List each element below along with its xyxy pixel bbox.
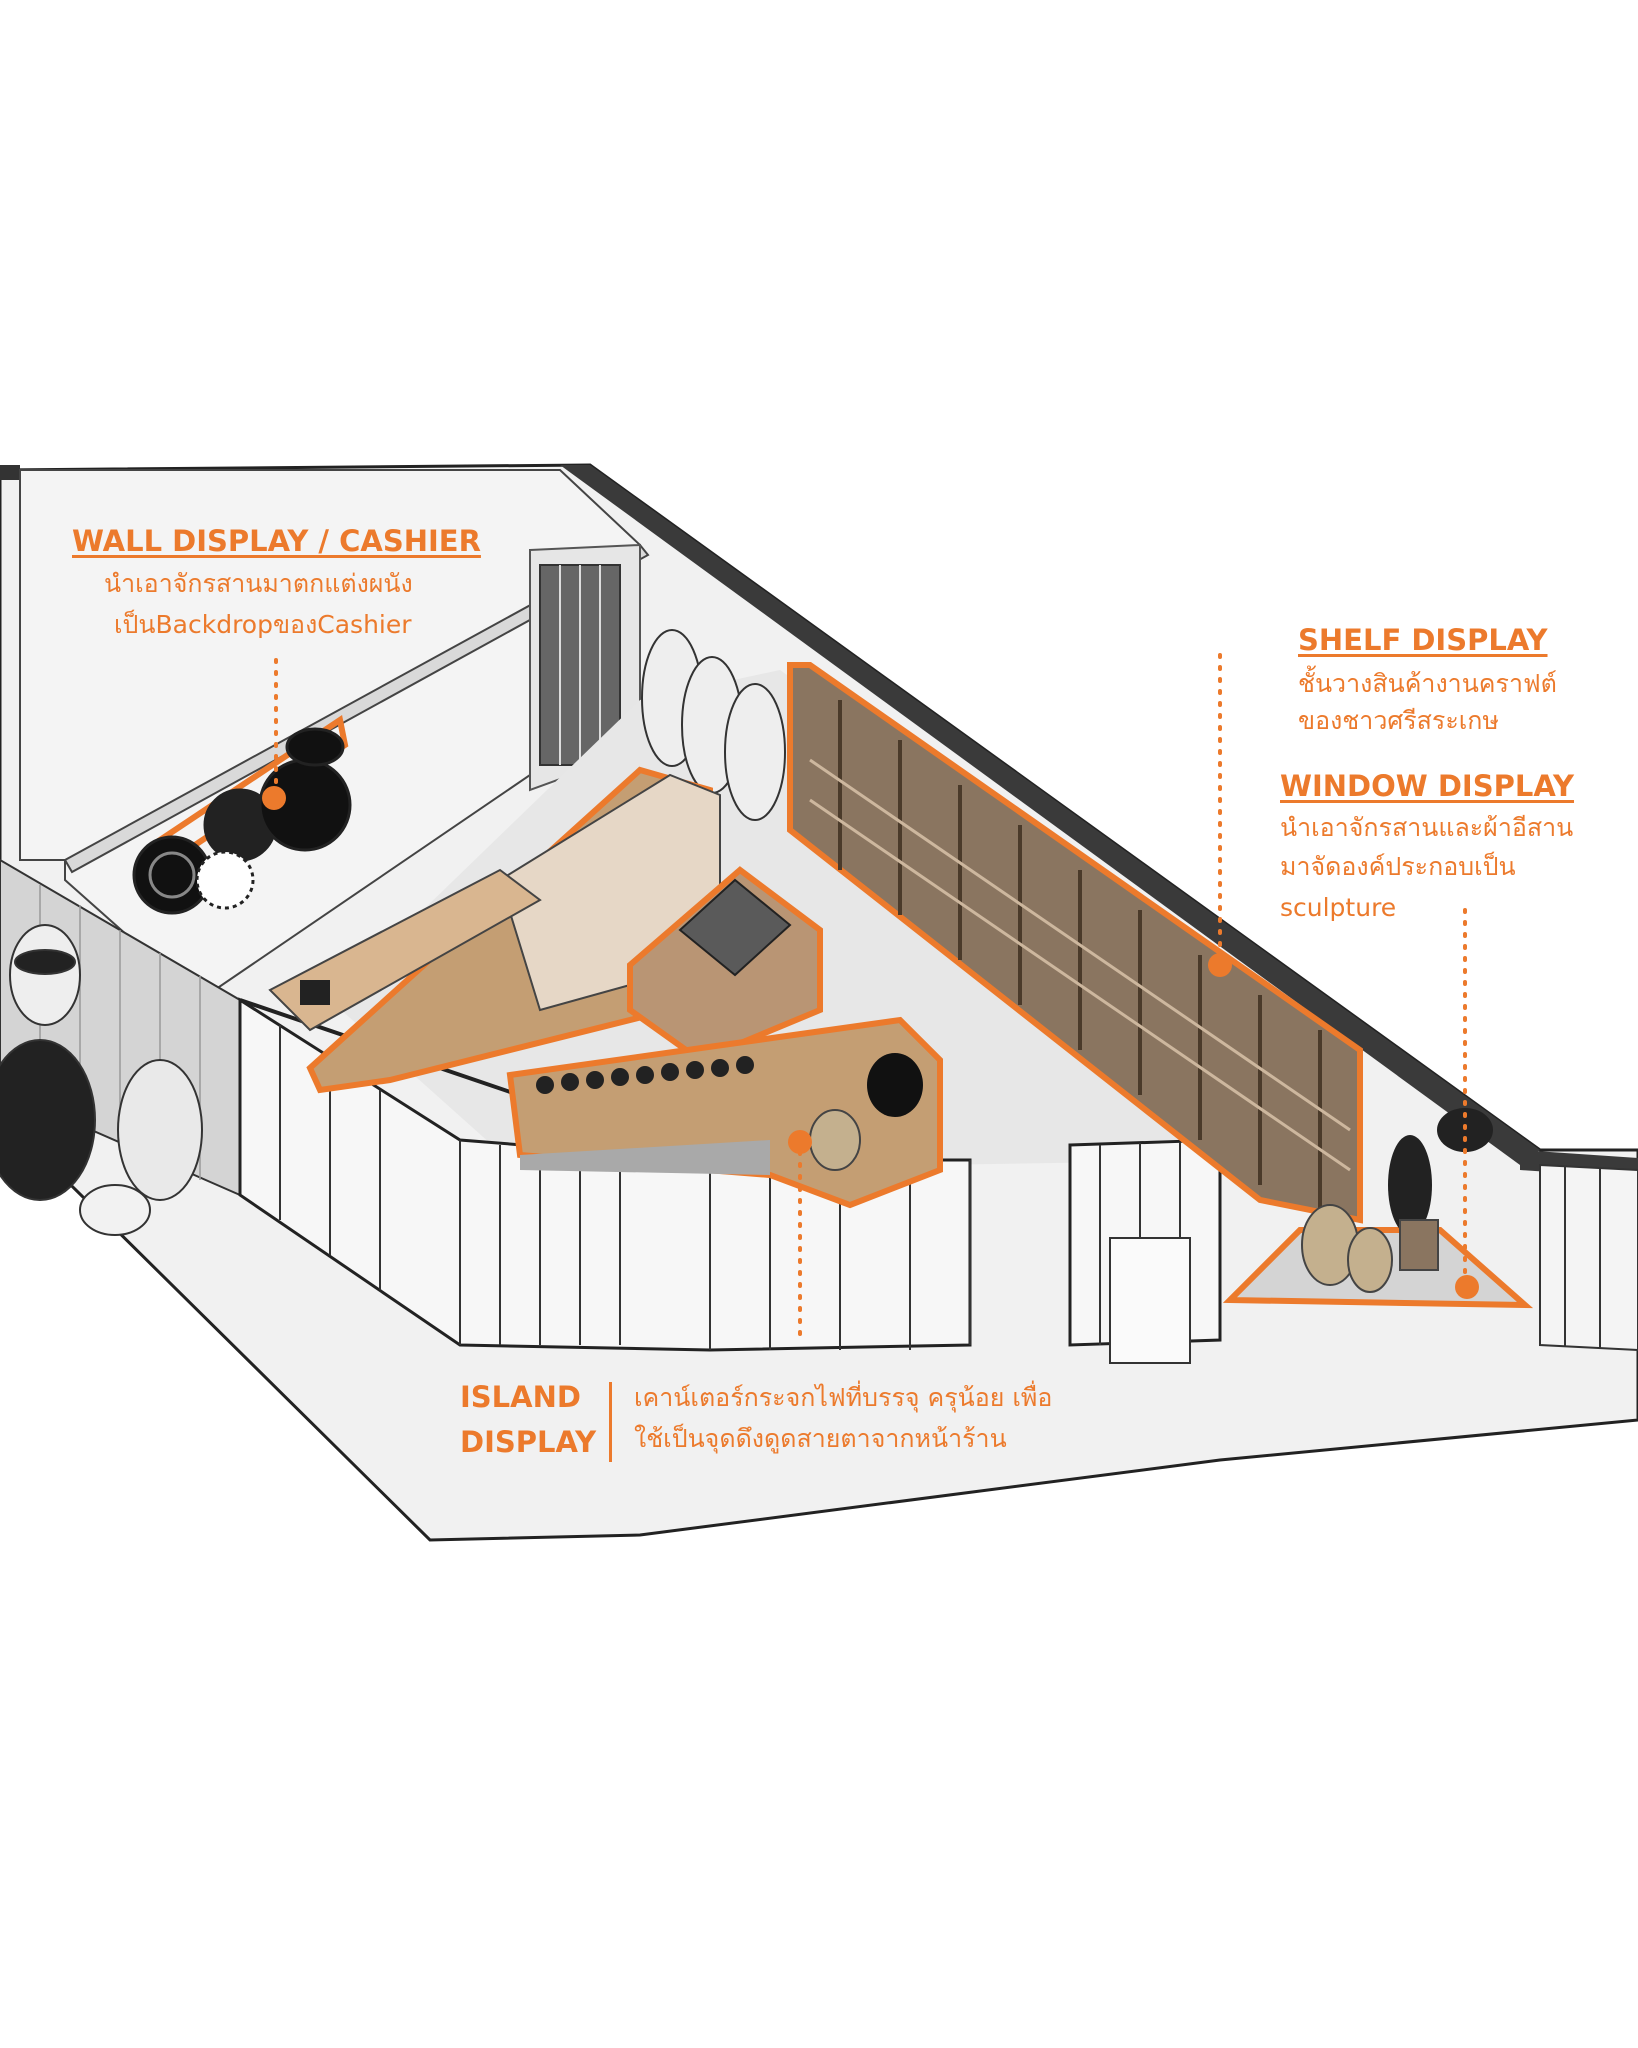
wall-display-desc-2: เป็นBackdropของCashier — [114, 610, 412, 639]
wall-display-desc-1: นำเอาจักรสานมาตกแต่งผนัง — [104, 569, 413, 598]
island-display-title-2: DISPLAY — [460, 1424, 597, 1459]
diagonal-wall — [560, 465, 1540, 1165]
shelf-display — [787, 662, 1363, 1224]
island-display-title-1: ISLAND — [460, 1380, 581, 1414]
window-display-desc-2: มาจัดองค์ประกอบเป็น — [1280, 852, 1516, 881]
tiered-display-table — [627, 866, 823, 1064]
island-display — [506, 1016, 943, 1209]
window-display-desc-3: sculpture — [1280, 893, 1397, 922]
window-display-marker — [1455, 1275, 1479, 1299]
shelf-display-desc-2: ของชาวศรีสระเกษ — [1298, 706, 1499, 735]
window-display-base — [1222, 1135, 1534, 1309]
wall-display-title: WALL DISPLAY / CASHIER — [72, 524, 481, 558]
vase-group-back — [641, 629, 786, 821]
window-display-desc-1: นำเอาจักรสานและผ้าอีสาน — [1280, 813, 1574, 842]
island-display-desc-1: เคาน์เตอร์กระจกไฟที่บรรจุ ครุน้อย เพื่อ — [634, 1383, 1053, 1412]
shelf-display-desc-1: ชั้นวางสินค้างานคราฟต์ — [1298, 669, 1557, 698]
window-display-title: WINDOW DISPLAY — [1280, 769, 1575, 803]
wall-baskets — [132, 715, 352, 915]
vase-group-left — [0, 924, 203, 1236]
outer-wall-top — [0, 465, 20, 480]
back-room-wall-left — [63, 543, 650, 874]
shelf-display-marker — [1208, 953, 1232, 977]
island-display-marker — [788, 1130, 812, 1154]
island-display-desc-2: ใช้เป็นจุดดึงดูดสายตาจากหน้าร้าน — [634, 1424, 1007, 1453]
island-display-divider — [609, 1382, 612, 1462]
far-right-glass — [1539, 1163, 1638, 1352]
a-frame-sign — [1109, 1237, 1191, 1364]
shopfront-mullions — [279, 1025, 971, 1350]
shelf-display-title: SHELF DISPLAY — [1298, 623, 1548, 657]
wall-display-marker — [262, 786, 286, 810]
island-display-title: ISLAND DISPLAY — [460, 1375, 596, 1465]
